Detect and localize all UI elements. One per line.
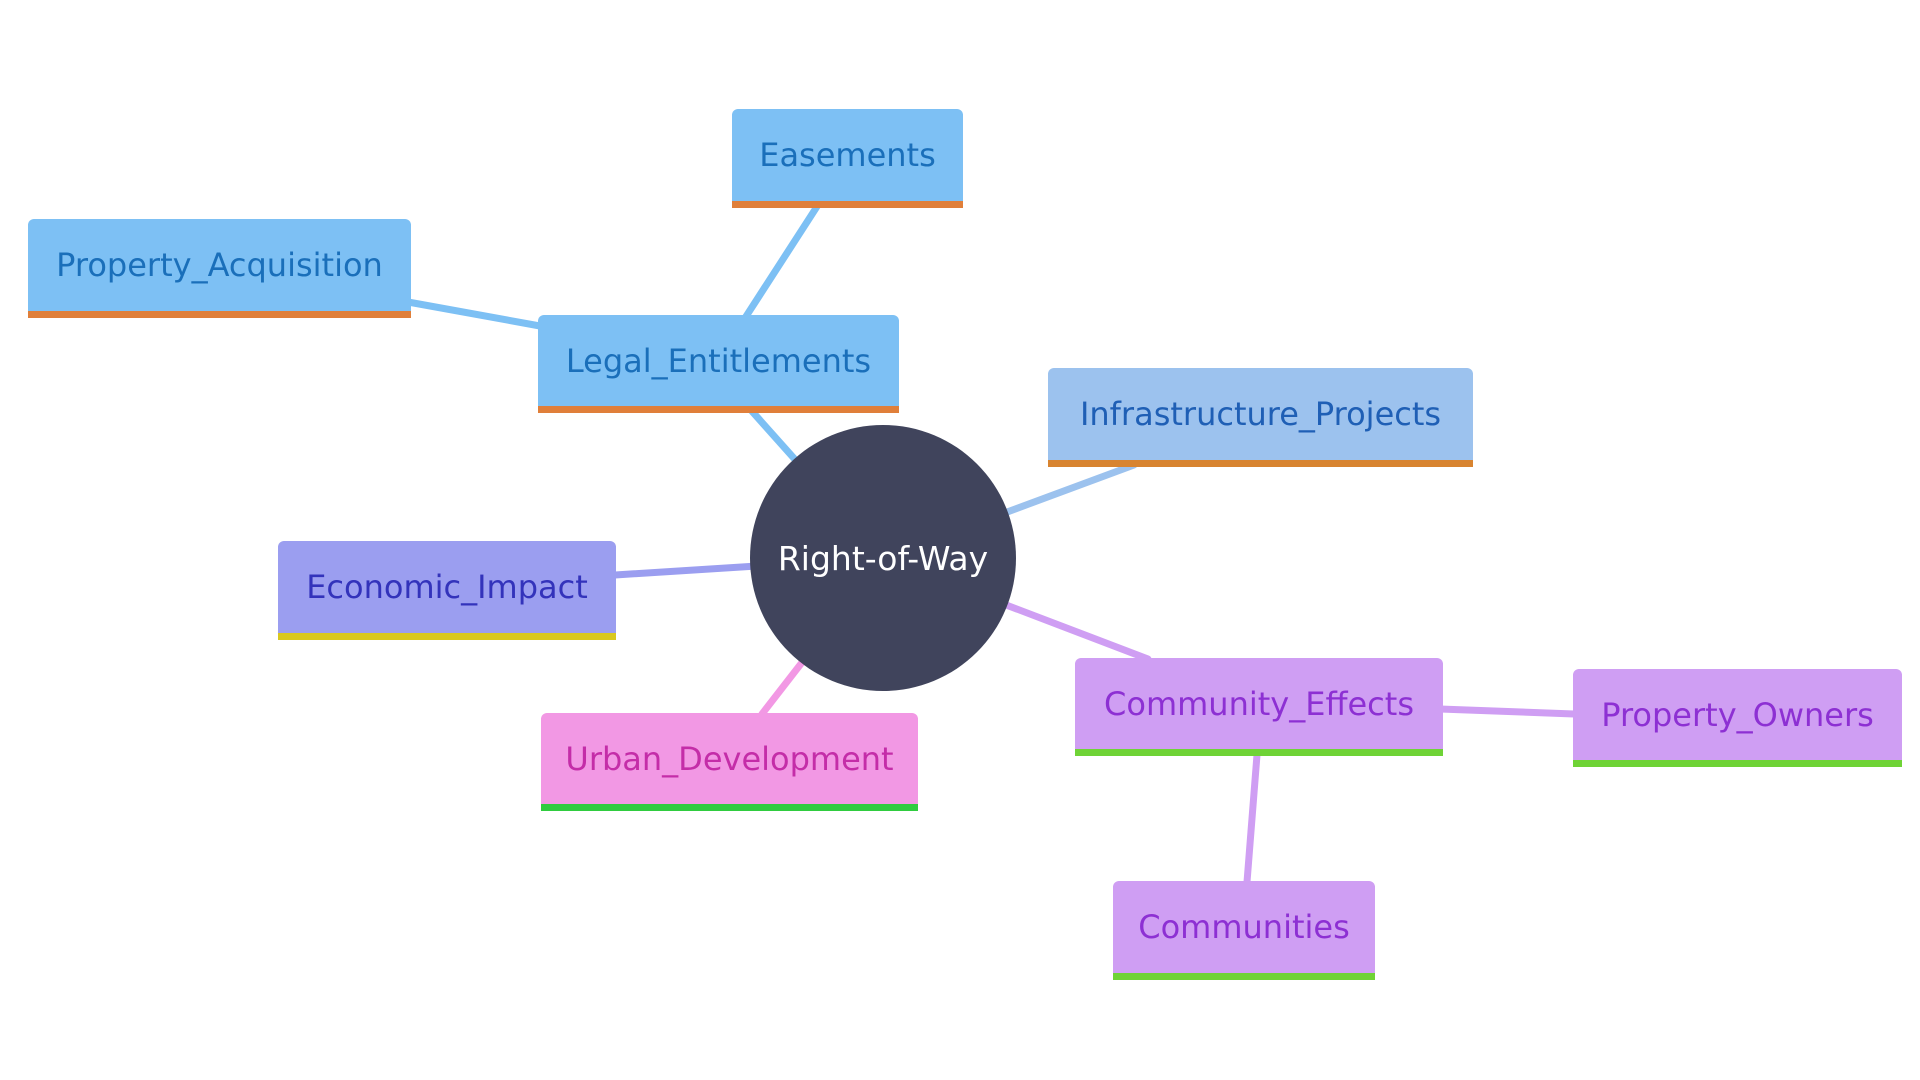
node-label: Economic_Impact — [306, 568, 588, 606]
edge-legal-easements — [741, 201, 822, 322]
node-communities[interactable]: Communities — [1113, 881, 1375, 980]
root-node[interactable]: Right-of-Way — [750, 425, 1016, 691]
node-label: Property_Acquisition — [56, 246, 383, 284]
node-urban-development[interactable]: Urban_Development — [541, 713, 918, 811]
edge-community-owners — [1436, 705, 1578, 718]
root-label: Right-of-Way — [777, 538, 989, 578]
node-label: Infrastructure_Projects — [1079, 395, 1442, 433]
node-label: Property_Owners — [1601, 695, 1874, 734]
node-label: Urban_Development — [565, 739, 894, 778]
node-community-effects[interactable]: Community_Effects — [1075, 658, 1443, 756]
node-label: Legal_Entitlements — [565, 341, 872, 380]
edge-community-communities — [1243, 751, 1261, 886]
node-label: Communities — [1138, 908, 1350, 946]
node-easements[interactable]: Easements — [732, 109, 963, 208]
node-property-acquisition[interactable]: Property_Acquisition — [28, 219, 411, 318]
node-legal-entitlements[interactable]: Legal_Entitlements — [538, 315, 899, 413]
node-economic-impact[interactable]: Economic_Impact — [278, 541, 616, 640]
edge-legal-acquisition — [404, 298, 544, 330]
node-infrastructure-projects[interactable]: Infrastructure_Projects — [1048, 368, 1473, 467]
node-label: Easements — [759, 136, 936, 174]
node-property-owners[interactable]: Property_Owners — [1573, 669, 1902, 767]
node-label: Community_Effects — [1104, 684, 1414, 723]
